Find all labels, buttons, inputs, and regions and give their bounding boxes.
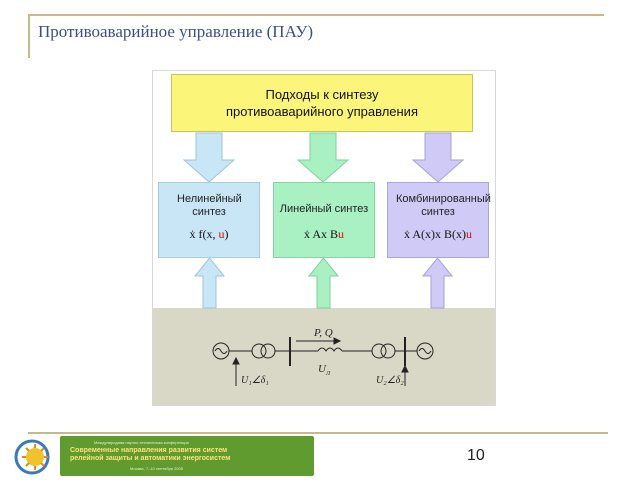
arrow-down-nonlinear [182,132,236,183]
linear-synthesis-formula: ẋ Ax Bu [303,227,344,241]
title-left-rule [28,14,30,58]
arrow-up-nonlinear [193,257,226,309]
arrow-down-linear [296,132,350,183]
transformer-left-icon [251,343,267,359]
combined-synthesis-formula: ẋ A(x)x B(x)u [404,227,472,241]
combined-synthesis-label: Комбинированный синтез [396,193,491,218]
nonlinear-synthesis-label: Нелинейный синтез [177,193,242,218]
linear-synthesis-box: Линейный синтез ẋ Ax Bu [273,182,375,258]
slide-title: Противоаварийное управление (ПАУ) [38,22,314,41]
arrow-up-linear [307,257,340,309]
conference-banner-line3: релейной защиты и автоматики энергосисте… [70,455,231,462]
conference-banner [60,436,314,476]
power-circuit [212,337,434,386]
combined-synthesis-box: Комбинированный синтез ẋ A(x)x B(x)u [387,182,491,258]
power-system-area [153,308,495,405]
conference-banner-line1: Международная научно-техническая конфере… [94,440,189,445]
approaches-header-text: Подходы к синтезу противоаварийного упра… [225,87,418,119]
approaches-header-box: Подходы к синтезу противоаварийного упра… [171,74,473,132]
conference-logo-icon [14,439,50,475]
nonlinear-synthesis-box: Нелинейный синтез ẋ f(x, u) [158,182,260,258]
conference-banner-line2: Современные направления развития систем [70,447,228,454]
footer-rule [28,432,608,434]
flow-label: P, Q [313,327,333,339]
conference-banner-line4: Москва, 7–10 сентября 2009 [130,466,183,471]
linear-synthesis-label: Линейный синтез [279,203,369,215]
right-node-label: U₂∠δ₂ [376,375,404,386]
line-inductance-icon [317,347,343,352]
title-top-rule [28,14,604,16]
left-node-label: U₁∠δ₁ [241,375,269,386]
transformer-right-icon [371,343,387,359]
page-number: 10 [467,447,485,464]
nonlinear-synthesis-formula: ẋ f(x, u) [189,227,229,241]
arrow-up-combined [421,257,454,309]
generator-right-icon [416,342,434,360]
arrow-down-combined [411,132,465,183]
line-voltage-label: UЛ [318,363,331,377]
